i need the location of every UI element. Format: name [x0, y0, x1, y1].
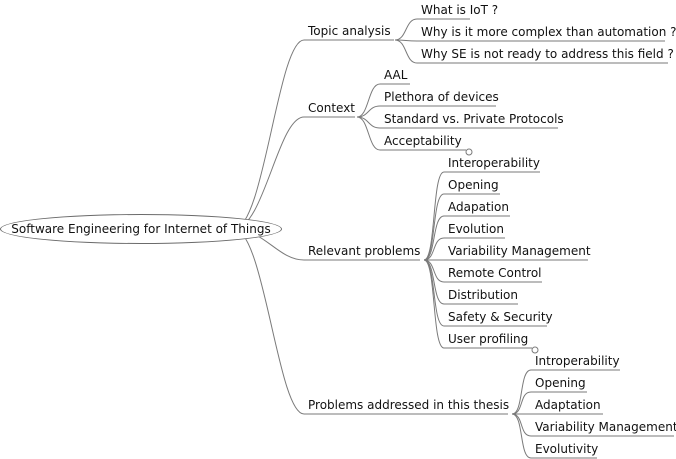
connector-line: [423, 237, 445, 261]
leaf-interoperability[interactable]: Interoperability: [448, 156, 540, 170]
leaf-opening-thesis[interactable]: Opening: [535, 376, 586, 390]
leaf-se-not-ready[interactable]: Why SE is not ready to address this fiel…: [421, 47, 674, 61]
leaf-opening[interactable]: Opening: [448, 178, 499, 192]
connector-line: [511, 369, 532, 415]
connector-line: [233, 116, 305, 230]
connector-line: [423, 215, 445, 261]
central-topic-label: Software Engineering for Internet of Thi…: [11, 222, 271, 236]
connector-line: [511, 413, 532, 459]
leaf-plethora-of-devices[interactable]: Plethora of devices: [384, 90, 499, 104]
leaf-distribution[interactable]: Distribution: [448, 288, 519, 302]
connector-line: [233, 39, 305, 230]
connector-line: [423, 171, 445, 261]
connector-line: [511, 413, 532, 437]
collapse-handle-icon[interactable]: [531, 346, 539, 354]
leaf-user-profiling[interactable]: User profiling: [448, 332, 529, 346]
connector-line: [356, 83, 381, 118]
connector-line: [423, 259, 445, 283]
leaf-variability-management[interactable]: Variability Management: [448, 244, 591, 258]
connector-line: [511, 391, 532, 415]
leaf-adaptation[interactable]: Adaptation: [535, 398, 601, 412]
connector-line: [394, 39, 418, 64]
leaf-what-is-iot[interactable]: What is IoT ?: [421, 3, 499, 17]
leaf-remote-control[interactable]: Remote Control: [448, 266, 542, 280]
connector-line: [356, 116, 381, 151]
leaf-evolutivity[interactable]: Evolutivity: [535, 442, 599, 456]
leaf-acceptability[interactable]: Acceptability: [384, 134, 462, 148]
leaf-variability-management-thesis[interactable]: Variability Management: [535, 420, 676, 434]
leaf-evolution[interactable]: Evolution: [448, 222, 504, 236]
leaf-more-complex-than-automation[interactable]: Why is it more complex than automation ?: [421, 25, 676, 39]
connector-line: [423, 259, 445, 349]
branch-context[interactable]: Context: [308, 101, 356, 115]
connector-line: [394, 18, 418, 41]
connector-line: [233, 228, 305, 415]
branch-relevant-problems[interactable]: Relevant problems: [308, 244, 421, 258]
connector-line: [423, 259, 445, 305]
connector-line: [356, 105, 381, 118]
leaf-standard-vs-private-protocols[interactable]: Standard vs. Private Protocols: [384, 112, 564, 126]
collapse-handle-icon[interactable]: [465, 148, 473, 156]
central-topic[interactable]: Software Engineering for Internet of Thi…: [0, 214, 282, 244]
leaf-safety-security[interactable]: Safety & Security: [448, 310, 553, 324]
branch-problems-addressed[interactable]: Problems addressed in this thesis: [308, 398, 510, 412]
leaf-aal[interactable]: AAL: [384, 68, 408, 82]
branch-topic-analysis[interactable]: Topic analysis: [308, 24, 391, 38]
leaf-adapation[interactable]: Adapation: [448, 200, 509, 214]
leaf-introperability[interactable]: Introperability: [535, 354, 620, 368]
